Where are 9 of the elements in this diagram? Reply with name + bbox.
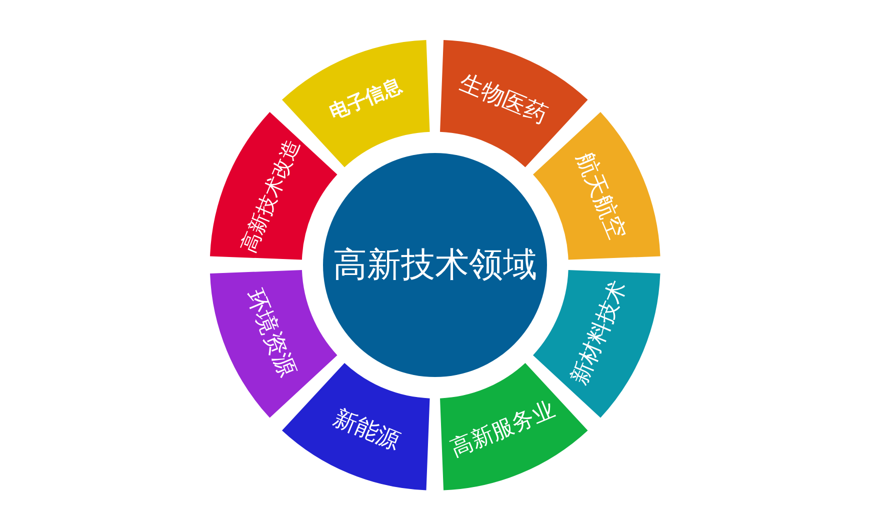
segment-label: 新材料技术 xyxy=(569,278,632,388)
segment-label: 高新服务业 xyxy=(448,399,558,462)
center-title: 高新技术领域 xyxy=(333,248,537,282)
segment-label: 环境资源 xyxy=(241,286,298,380)
segment-label: 电子信息 xyxy=(328,76,406,123)
segment-label: 新能源 xyxy=(330,406,403,454)
segment-label: 航天航空 xyxy=(572,150,629,244)
segment-label: 高新技术改造 xyxy=(237,137,302,256)
segment-label: 生物医药 xyxy=(456,71,550,128)
